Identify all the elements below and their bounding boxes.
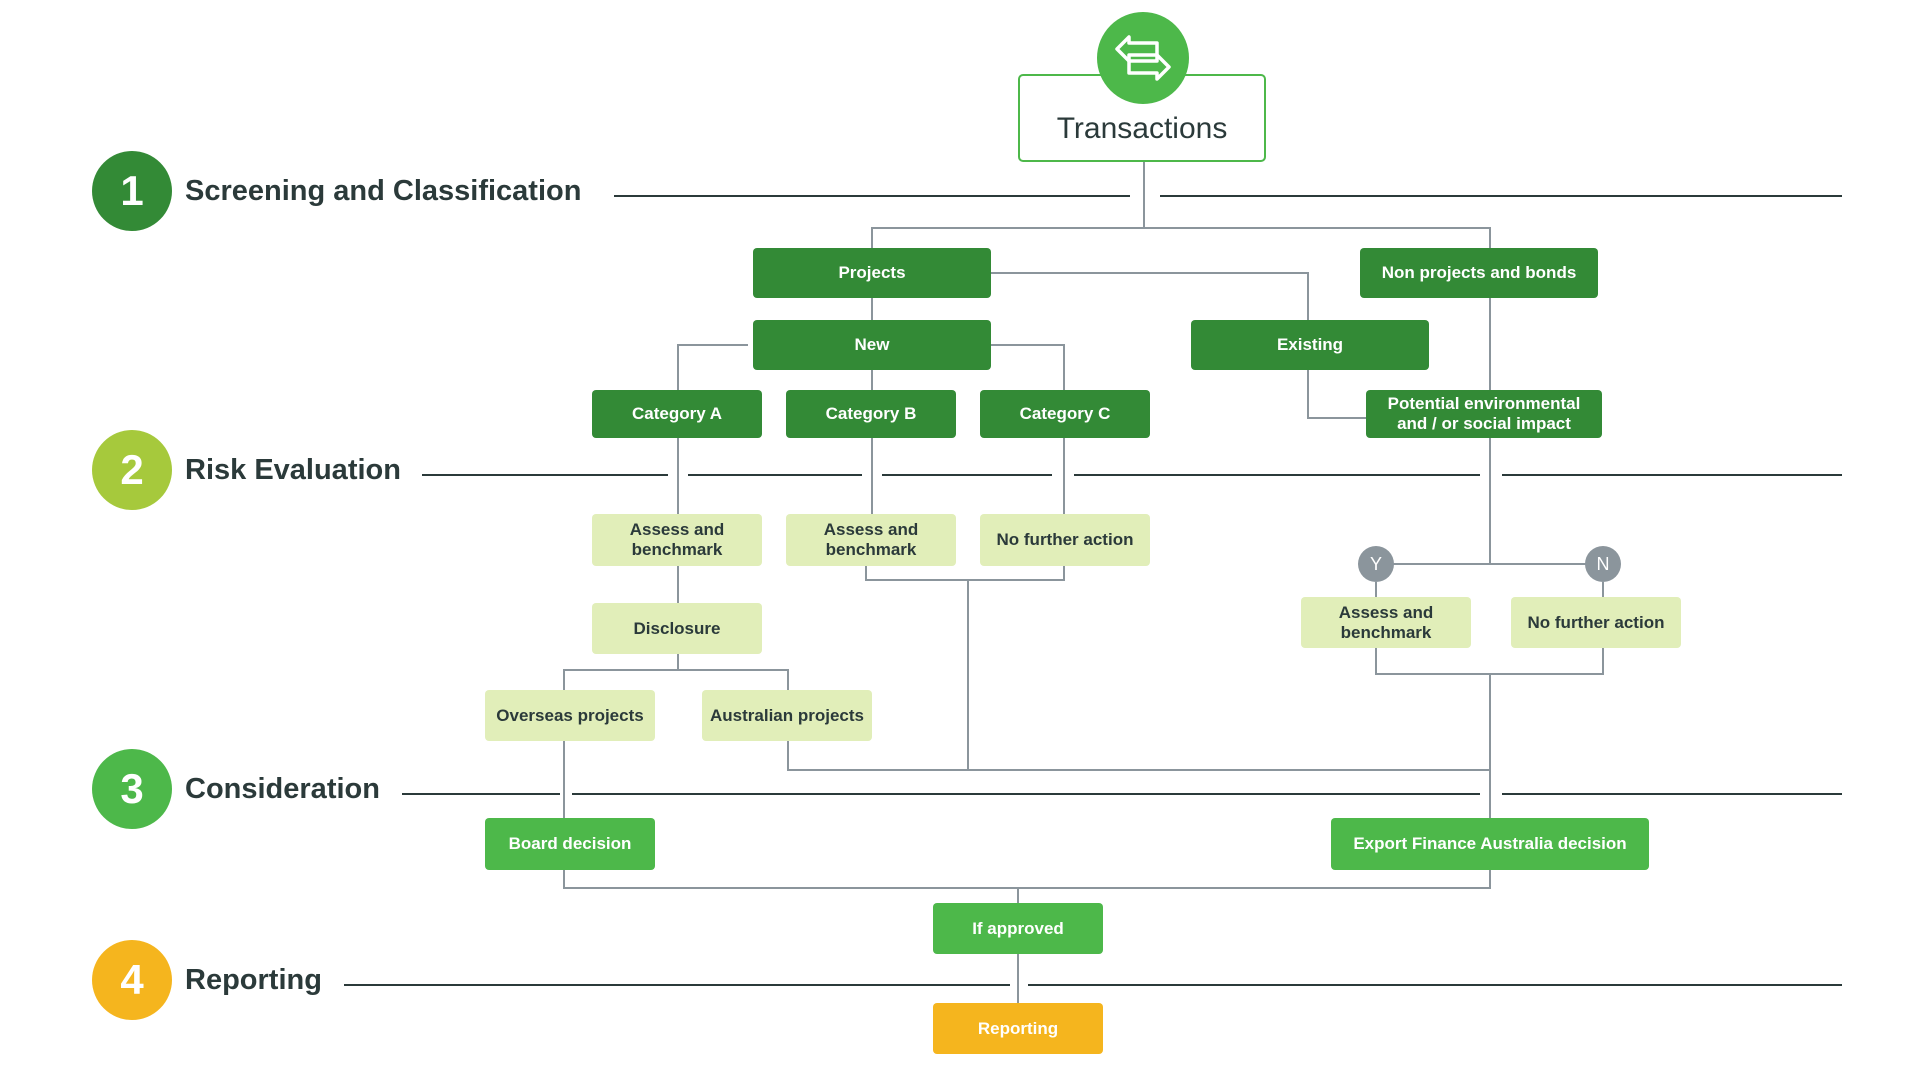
stage-3-label: Consideration [185,773,380,805]
board-decision-node: Board decision [485,818,655,870]
efa-decision-node: Export Finance Australia decision [1331,818,1649,870]
overseas-projects-node: Overseas projects [485,690,655,741]
if-approved-node: If approved [933,903,1103,954]
stage-4-label: Reporting [185,964,322,996]
transactions-label: Transactions [1056,112,1228,145]
australian-projects-node: Australian projects [702,690,872,741]
projects-node: Projects [753,248,991,298]
category-c-node: Category C [980,390,1150,438]
stage-2-label: Risk Evaluation [185,454,401,486]
no-further-action-n-node: No further action [1511,597,1681,648]
new-node: New [753,320,991,370]
assess-benchmark-b-node: Assess and benchmark [786,514,956,566]
existing-node: Existing [1191,320,1429,370]
stage-1-circle: 1 [92,151,172,231]
stage-4-circle: 4 [92,940,172,1020]
stage-divider-lines [344,195,1842,986]
category-b-node: Category B [786,390,956,438]
stage-3-circle: 3 [92,749,172,829]
disclosure-node: Disclosure [592,603,762,654]
category-a-node: Category A [592,390,762,438]
no-badge: N [1585,546,1621,582]
non-projects-node: Non projects and bonds [1360,248,1598,298]
reporting-node: Reporting [933,1003,1103,1054]
exchange-arrows-icon [1097,12,1189,104]
stage-2-circle: 2 [92,430,172,510]
assess-benchmark-y-node: Assess and benchmark [1301,597,1471,648]
potential-impact-node: Potential environmental and / or social … [1366,390,1602,438]
stage-1-label: Screening and Classification [185,175,582,207]
connector-lines [563,162,1604,1003]
yes-badge: Y [1358,546,1394,582]
assess-benchmark-a-node: Assess and benchmark [592,514,762,566]
no-further-action-c-node: No further action [980,514,1150,566]
